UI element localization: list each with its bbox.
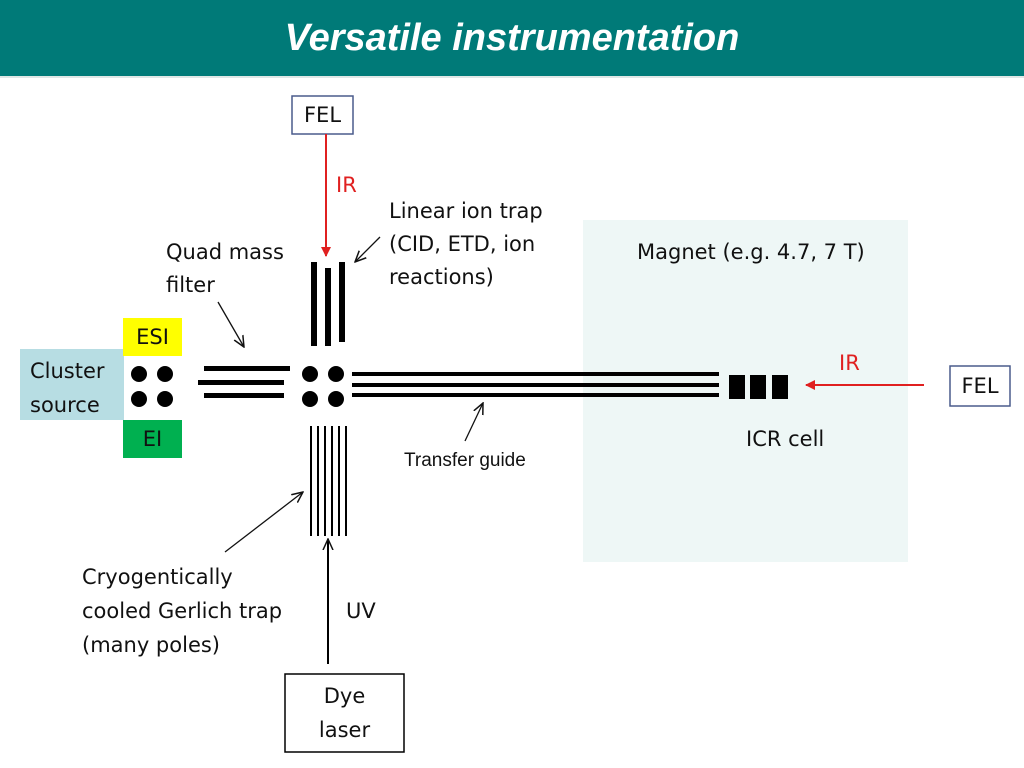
fel-right-label: FEL <box>961 374 999 398</box>
linear-ion-trap-rods <box>311 262 345 346</box>
esi-box <box>123 318 182 356</box>
cluster-source-box <box>20 349 124 420</box>
dye-laser-label-line2: laser <box>318 718 371 742</box>
ei-box <box>123 420 182 458</box>
gerlich-trap-poles <box>310 426 347 536</box>
esi-label: ESI <box>136 325 169 349</box>
linear-trap-label-line3: reactions) <box>389 265 494 289</box>
gerlich-trap-label-line2: cooled Gerlich trap <box>82 599 283 623</box>
ir-right-label: IR <box>839 351 860 375</box>
linear-trap-label-line2: (CID, ETD, ion <box>389 232 536 256</box>
quad-filter-label-line1: Quad mass <box>166 240 284 264</box>
magnet-label: Magnet (e.g. 4.7, 7 T) <box>637 240 865 264</box>
source-poles <box>131 366 173 407</box>
transfer-guide-label: Transfer guide <box>404 450 526 471</box>
transfer-guide-pointer <box>464 403 483 442</box>
linear-trap-label-line1: Linear ion trap <box>389 199 543 223</box>
gerlich-trap-label-line1: Cryogentically <box>82 565 233 589</box>
central-quadrupole-poles <box>302 366 344 407</box>
title-bar: Versatile instrumentation <box>0 0 1024 78</box>
ei-label: EI <box>142 427 163 451</box>
icr-cell-electrodes <box>729 375 788 399</box>
quad-filter-pointer <box>217 301 244 347</box>
uv-label: UV <box>346 599 376 623</box>
linear-trap-pointer <box>355 236 381 262</box>
quad-filter-label-line2: filter <box>166 273 215 297</box>
fel-right-box <box>949 365 1011 407</box>
dye-laser-box <box>284 673 405 753</box>
dye-laser-label-line1: Dye <box>323 684 366 708</box>
magnet-region <box>583 220 908 562</box>
transfer-guide-rods <box>352 372 719 397</box>
quad-mass-filter-rods <box>198 366 290 398</box>
fel-top-label: FEL <box>303 103 342 127</box>
ir-top-label: IR <box>336 173 357 197</box>
cluster-source-label-line1: Cluster <box>30 359 105 383</box>
gerlich-trap-pointer <box>224 492 303 553</box>
cluster-source-label-line2: source <box>30 393 100 417</box>
slide-title: Versatile instrumentation <box>284 17 740 59</box>
icr-cell-label: ICR cell <box>746 427 825 451</box>
fel-top-box <box>291 95 354 135</box>
gerlich-trap-label-line3: (many poles) <box>82 633 220 657</box>
